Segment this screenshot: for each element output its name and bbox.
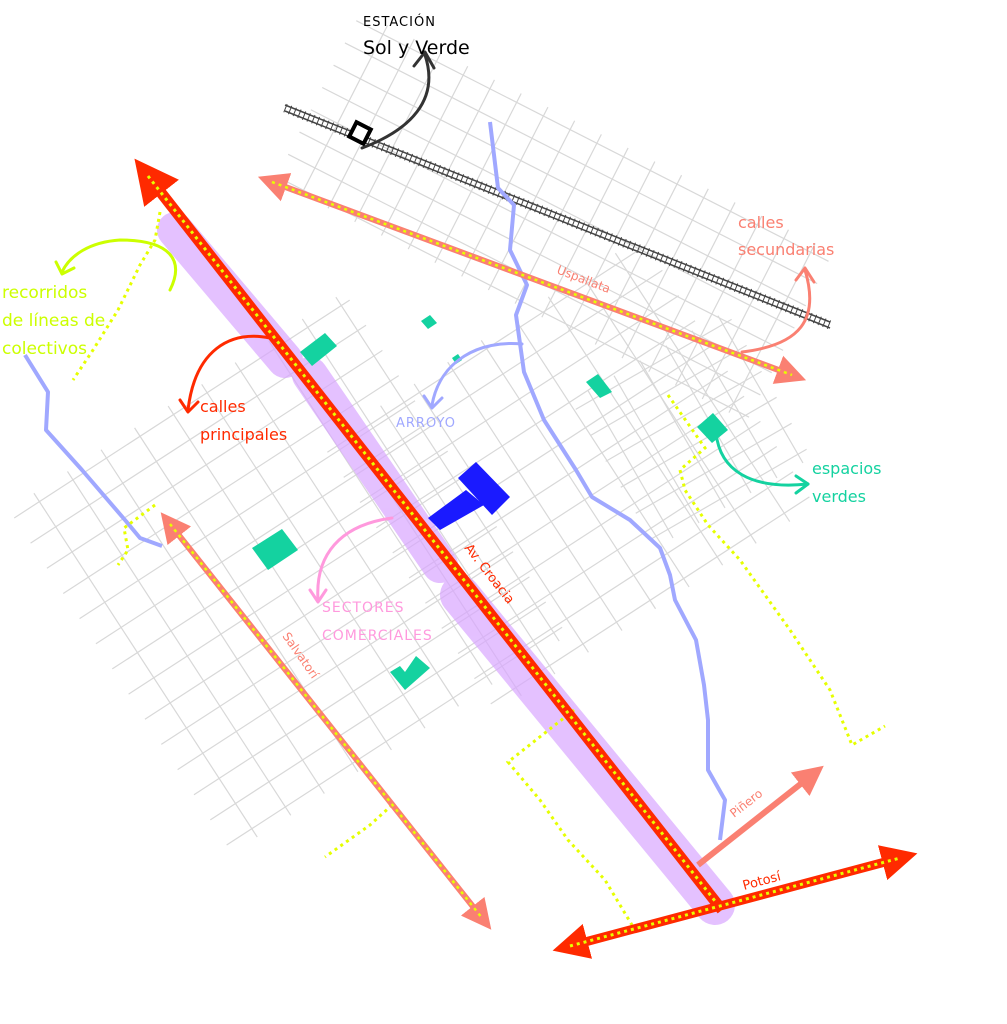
legend-bus-1: recorridos xyxy=(2,283,87,303)
legend-main-1: calles xyxy=(200,397,246,416)
legend-bus-3: colectivos xyxy=(2,339,87,359)
station-marker xyxy=(346,119,374,147)
legend-main-2: principales xyxy=(200,425,287,444)
legend-green-1: espacios xyxy=(812,459,882,478)
main-streets xyxy=(134,158,918,959)
legend-commercial-2: COMERCIALES xyxy=(322,628,433,644)
secondary-streets xyxy=(160,173,824,930)
station-name: Sol y Verde xyxy=(363,37,470,59)
legend-secondary-2: secundarias xyxy=(738,240,834,259)
green-spaces xyxy=(252,315,728,690)
legend-secondary-1: calles xyxy=(738,213,784,232)
station-caption: ESTACIÓN xyxy=(363,14,436,30)
stream-line-west xyxy=(23,353,163,548)
legend-green-2: verdes xyxy=(812,487,866,506)
leader-arrows xyxy=(54,50,816,604)
legend-stream: ARROYO xyxy=(396,416,456,431)
salvatori-street xyxy=(160,512,492,930)
legend-bus-2: de líneas de xyxy=(2,311,105,331)
landmark-building xyxy=(428,462,510,530)
legend-commercial-1: SECTORES xyxy=(322,600,405,616)
